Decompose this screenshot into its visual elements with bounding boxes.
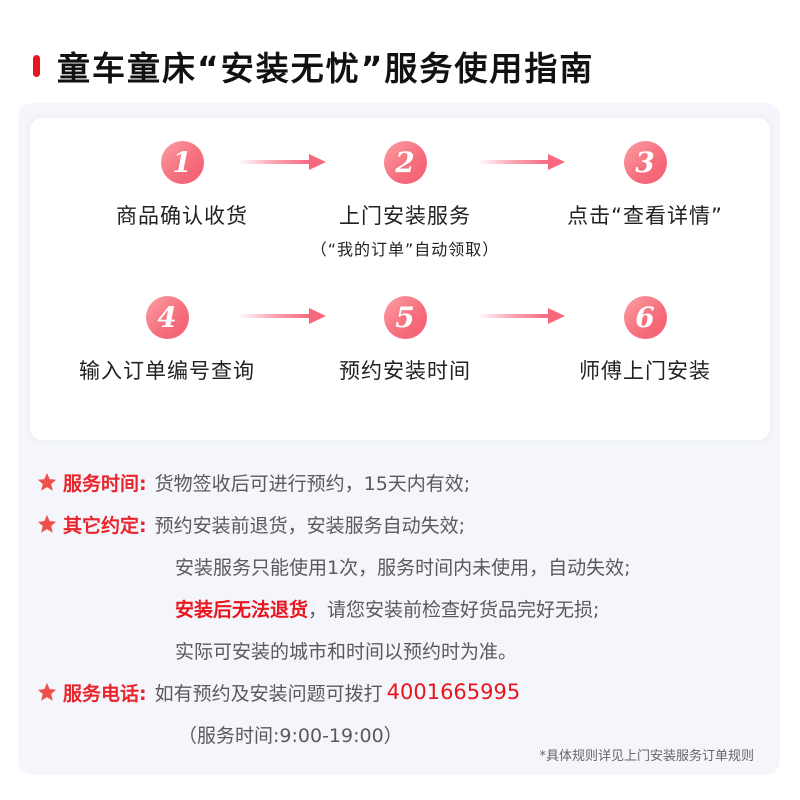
step-label: 点击“查看详情” <box>567 204 723 228</box>
step-4: 4 输入订单编号查询 <box>47 296 287 385</box>
step-label: 师傅上门安装 <box>579 359 711 383</box>
steps-card: 1 商品确认收货 2 上门安装服务 （“我的订单”自动领取） 3 点击“查看详情… <box>30 118 770 440</box>
star-icon <box>37 472 57 491</box>
step-number-badge: 4 <box>145 296 189 339</box>
step-sublabel: （“我的订单”自动领取） <box>310 240 500 259</box>
note-other-terms-warning: 安装后无法退货 ，请您安装前检查好货品完好无损; <box>18 593 599 623</box>
step-number-badge: 1 <box>160 141 204 184</box>
note-value: 如有预约及安装问题可拨打 <box>154 682 383 705</box>
note-value: 实际可安装的城市和时间以预约时为准。 <box>175 640 518 663</box>
step-number-badge: 6 <box>623 296 667 339</box>
note-key: 服务时间: <box>63 472 147 495</box>
guide-panel: 1 商品确认收货 2 上门安装服务 （“我的订单”自动领取） 3 点击“查看详情… <box>18 103 780 775</box>
step-1: 1 商品确认收货 <box>62 141 302 230</box>
step-label: 预约安装时间 <box>339 359 471 383</box>
step-number-badge: 5 <box>383 296 427 339</box>
step-6: 6 师傅上门安装 <box>525 296 765 385</box>
page-title: 童车童床“安装无忧”服务使用指南 <box>33 46 594 88</box>
note-other-terms-line: 实际可安装的城市和时间以预约时为准。 <box>18 635 517 665</box>
note-value: 安装服务只能使用1次，服务时间内未使用，自动失效; <box>175 556 631 579</box>
step-number-badge: 2 <box>383 141 427 184</box>
arrow-right-icon <box>477 308 565 324</box>
star-icon <box>37 682 57 701</box>
step-5: 5 预约安装时间 <box>285 296 525 385</box>
arrow-right-icon <box>238 308 326 324</box>
title-text: 童车童床“安装无忧”服务使用指南 <box>57 49 595 88</box>
note-key: 服务电话: <box>63 682 147 705</box>
note-service-time: 服务时间: 货物签收后可进行预约，15天内有效; <box>18 467 470 497</box>
arrow-right-icon <box>477 154 565 170</box>
note-value: ，请您安装前检查好货品完好无损; <box>308 598 600 621</box>
step-2: 2 上门安装服务 （“我的订单”自动领取） <box>285 141 525 260</box>
note-value: 预约安装前退货，安装服务自动失效; <box>154 514 466 537</box>
note-key: 其它约定: <box>63 514 147 537</box>
note-other-terms-line: 安装服务只能使用1次，服务时间内未使用，自动失效; <box>18 551 631 581</box>
note-other-terms: 其它约定: 预约安装前退货，安装服务自动失效; <box>18 509 465 539</box>
phone-number[interactable]: 4001665995 <box>386 680 521 704</box>
title-accent-bar <box>33 55 40 77</box>
no-return-warning: 安装后无法退货 <box>175 598 309 621</box>
step-label: 输入订单编号查询 <box>79 359 255 383</box>
arrow-right-icon <box>238 154 326 170</box>
note-value: 货物签收后可进行预约，15天内有效; <box>154 472 471 495</box>
service-hours: （服务时间:9:00-19:00） <box>178 724 403 747</box>
step-3: 3 点击“查看详情” <box>525 141 765 230</box>
note-service-phone: 服务电话: 如有预约及安装问题可拨打 4001665995 <box>18 677 520 707</box>
step-label: 商品确认收货 <box>116 204 248 228</box>
star-icon <box>37 514 57 533</box>
step-label: 上门安装服务 <box>339 204 471 228</box>
step-number-badge: 3 <box>623 141 667 184</box>
note-service-hours: （服务时间:9:00-19:00） <box>18 719 403 749</box>
footnote: *具体规则详见上门安装服务订单规则 <box>539 749 754 764</box>
